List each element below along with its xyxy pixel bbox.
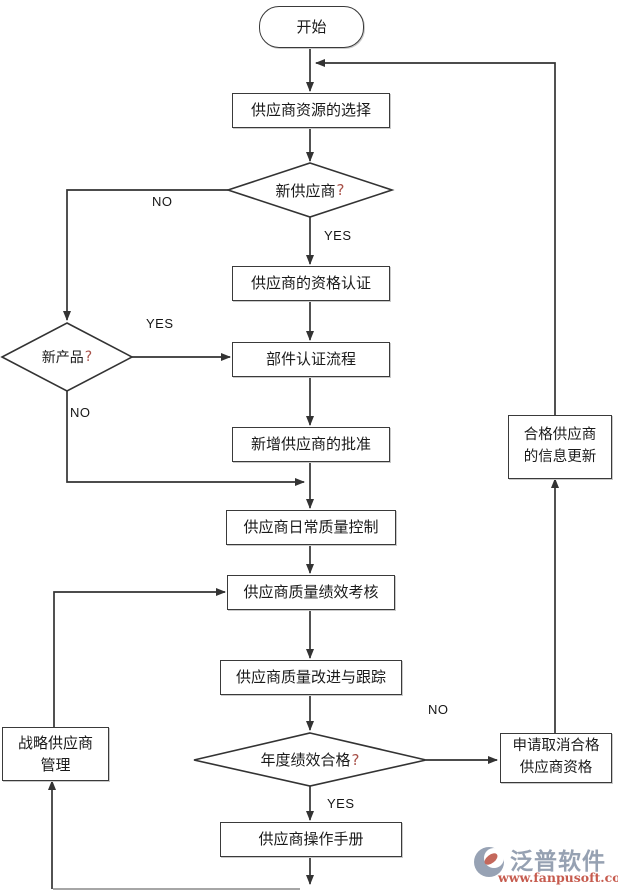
decision-new-supplier-label: 新供应商? — [228, 163, 392, 217]
watermark: 泛普软件 www.fanpusoft.com — [472, 842, 618, 892]
decision-new-supplier-mark: ? — [336, 181, 345, 199]
watermark-url-text: www.fanpusoft.com — [498, 870, 618, 885]
edge-strategic-to-performance — [53, 588, 226, 727]
process-component-certification: 部件认证流程 — [232, 342, 390, 377]
decision-new-supplier-text: 新供应商 — [275, 181, 336, 200]
process-select-resources: 供应商资源的选择 — [232, 93, 390, 128]
watermark-brand-text: 泛普软件 — [510, 849, 606, 875]
decision-annual-performance-shape — [193, 732, 427, 787]
decision-new-product-mark: ? — [84, 349, 93, 365]
process-cancel-qualification: 申请取消合格 供应商资格 — [500, 733, 612, 783]
edge-info-update-feedback — [315, 59, 556, 415]
fanpu-logo-icon — [474, 847, 504, 877]
process-new-supplier-approval: 新增供应商的批准 — [232, 427, 390, 462]
start-node: 开始 — [259, 6, 364, 48]
decision-new-product-text: 新产品 — [41, 350, 84, 366]
decision-new-product-shape — [0, 322, 134, 392]
process-supplier-qualification: 供应商的资格认证 — [232, 266, 390, 301]
process-strategic-management: 战略供应商 管理 — [2, 727, 109, 781]
process-qualified-info-update: 合格供应商 的信息更新 — [508, 415, 612, 479]
decision-annual-performance-mark: ? — [351, 750, 360, 769]
process-daily-quality-control: 供应商日常质量控制 — [226, 510, 396, 545]
decision-annual-performance-text: 年度绩效合格 — [260, 751, 351, 769]
decision-new-product-label: 新产品? — [2, 323, 132, 391]
edge-new-product-no — [66, 391, 305, 486]
edge-label-annual-no: NO — [428, 702, 449, 717]
edge-label-new-product-yes: YES — [146, 316, 174, 331]
edge-label-annual-yes: YES — [327, 796, 355, 811]
decision-new-supplier-shape — [225, 162, 395, 218]
edge-label-new-product-no: NO — [70, 405, 91, 420]
edge-label-new-supplier-no: NO — [152, 194, 173, 209]
process-performance-assessment: 供应商质量绩效考核 — [227, 575, 395, 610]
process-quality-improvement: 供应商质量改进与跟踪 — [220, 660, 402, 695]
edge-label-new-supplier-yes: YES — [324, 228, 352, 243]
process-operation-manual: 供应商操作手册 — [220, 822, 402, 857]
edge-new-supplier-no — [63, 189, 228, 321]
decision-annual-performance-label: 年度绩效合格? — [194, 733, 426, 786]
